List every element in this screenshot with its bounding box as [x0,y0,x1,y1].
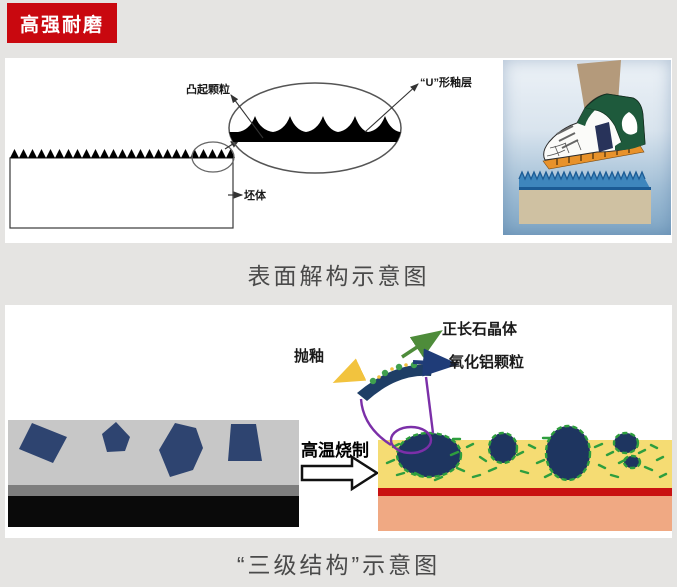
orthoclase-crystal-label: 正长石晶体 [442,321,518,338]
glaze-fragment-magnified [357,361,433,401]
structure-caption: “三级结构”示意图 [236,551,441,578]
floor-glaze-bottom-line [519,187,651,190]
surface-diagram-panel [5,58,672,243]
raised-particles-label: 凸起颗粒 [186,84,230,96]
magnification-connectors [359,376,435,455]
tile-body-rect [9,157,234,229]
structure-diagram [8,330,672,531]
interface-red-strip [378,488,672,496]
toe-stitch-lines [546,139,582,157]
shoe-illustration [518,60,651,224]
magnifier-small-ellipse [191,141,235,173]
body-salmon-layer [378,496,672,531]
body-label: 坯体 [244,190,266,202]
before-firing-tile [8,420,299,527]
fused-crystal-tall [544,424,592,482]
alumina-arrow [412,348,459,377]
middle-layer-darkgray [8,485,299,496]
shoe-heel-white-panel [621,112,638,135]
base-layer-black [8,496,299,527]
high-temp-firing-label: 高温烧制 [301,441,369,460]
surface-caption: 表面解构示意图 [247,263,430,289]
crystal-square [19,423,67,463]
u-shaped-glaze-label: “U”形釉层 [420,77,472,89]
floor-glaze-layer [519,172,651,190]
crystal-pentagon [102,422,130,452]
magnifier-big-ellipse [228,82,402,174]
orthoclase-dashes [385,436,668,482]
floor-base [519,188,651,224]
shoe-strap-navy [595,122,613,152]
crystal-trapezoid [228,424,262,461]
feature-badge-label: 高强耐磨 [19,14,104,36]
shoe-illustration-panel [503,60,671,235]
crystal-particles [19,422,262,477]
fused-crystals [395,424,642,482]
crystal-hexagon [159,423,203,477]
u-glaze-leader-arrow [364,83,419,133]
structure-diagram-panel [5,305,672,538]
fused-crystal-tiny [612,431,640,455]
shoe-side-green-band [615,138,645,151]
shoe-laces [556,125,579,149]
polished-glaze-label: 抛釉 [294,348,325,365]
magnified-glaze-profile [229,116,401,142]
floor-sawtooth-outline [518,170,646,181]
shoe-tongue-green [577,108,595,126]
raised-particles-leader-arrow [230,94,264,139]
alumina-particles-label: 氧化铝颗粒 [449,354,525,371]
fused-crystal-small [487,431,519,465]
structure-caption-band: “三级结构”示意图 [0,538,677,587]
surface-diagram [9,82,419,229]
orthoclase-arrow [401,330,443,359]
feature-badge: 高强耐磨 [7,3,117,43]
surface-caption-band: 表面解构示意图 [0,243,677,305]
after-firing-tile [378,424,672,531]
sawtooth-surface [10,149,235,158]
fused-crystal-mini [622,454,642,470]
fragment-body [357,364,433,401]
fused-crystal-large [395,431,463,479]
firing-block-arrow [300,454,380,492]
polished-glaze-arrow [332,358,367,383]
